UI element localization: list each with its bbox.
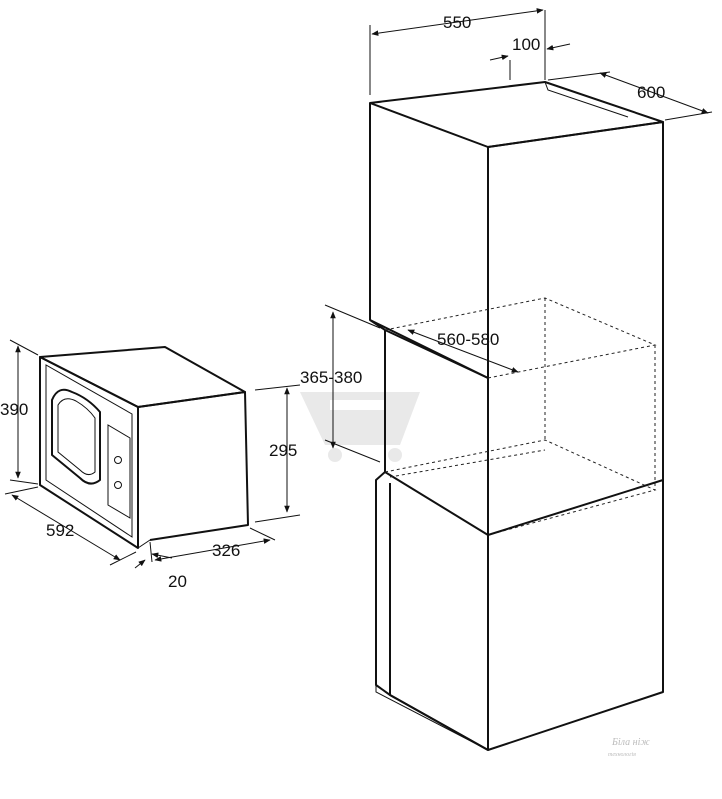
timer-knob-icon [114, 456, 122, 464]
niche-inner-volume [384, 297, 657, 536]
dim-niche-depth: 560-580 [407, 329, 519, 373]
oven-front-frame [39, 356, 139, 549]
watermark-logo-icon [300, 392, 420, 462]
dim-oven-height: 390 [0, 339, 39, 485]
microwave-oven [39, 346, 249, 549]
dim-cabinet-width: 550 [369, 8, 546, 95]
cabinet-lower-left-face [389, 483, 489, 751]
watermark-subtext: технологія [608, 752, 636, 758]
dim-cabinet-depth: 600 [547, 71, 713, 121]
dim-label-600: 600 [637, 83, 665, 102]
dim-label-326: 326 [212, 541, 240, 560]
dim-label-592: 592 [46, 521, 74, 540]
dim-label-100: 100 [512, 35, 540, 54]
dim-oven-frame-depth: 20 [134, 552, 187, 591]
dim-label-365-380: 365-380 [300, 368, 362, 387]
oven-body-side [137, 391, 249, 541]
power-knob-icon [114, 481, 122, 489]
cabinet-upper-right-face [487, 121, 664, 480]
dim-oven-width: 592 [4, 486, 137, 566]
dim-niche-height: 365-380 [300, 304, 381, 463]
cabinet [369, 81, 664, 751]
dim-cabinet-offset: 100 [489, 35, 571, 80]
dim-oven-body-depth: 326 [149, 527, 276, 563]
cabinet-base [389, 694, 489, 751]
watermark-text: Біла ніж [611, 737, 650, 748]
dim-oven-recess-height: 295 [254, 384, 301, 523]
oven-control-panel [107, 424, 131, 519]
dim-label-295: 295 [269, 441, 297, 460]
dim-label-550: 550 [443, 13, 471, 32]
oven-body-top [39, 346, 246, 408]
dim-label-390: 390 [0, 400, 28, 419]
oven-door-window [51, 388, 101, 485]
dim-label-560-580: 560-580 [437, 330, 499, 349]
niche-opening-bottom [375, 471, 489, 696]
dim-label-20: 20 [168, 572, 187, 591]
cabinet-lower-right-face [487, 479, 664, 751]
